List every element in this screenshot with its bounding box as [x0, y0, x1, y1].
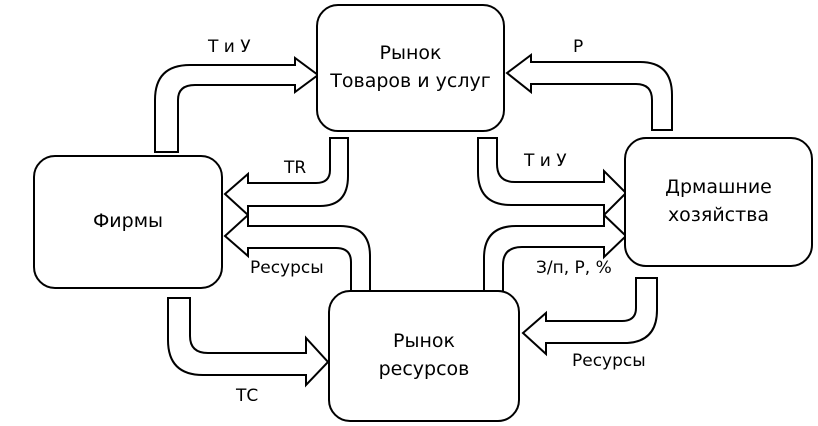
node-goods-market-line2: Товаров и услуг: [330, 70, 491, 92]
node-resource-market: Рынок ресурсов: [328, 290, 520, 422]
arrow-firms-to-goods: [154, 56, 320, 153]
label-firms-to-resources: ТС: [236, 386, 259, 406]
label-households-to-resources: Ресурсы: [572, 351, 646, 371]
node-goods-market-line1: Рынок: [379, 42, 442, 65]
arrow-households-to-goods: [505, 53, 673, 131]
arrow-resources-to-firms: [223, 212, 371, 293]
node-firms: Фирмы: [33, 155, 223, 289]
label-firms-to-goods: Т и У: [208, 37, 251, 57]
label-goods-to-firms: TR: [284, 158, 307, 178]
node-resource-market-line2: ресурсов: [378, 358, 470, 380]
node-households-line1: Дрмашние: [665, 176, 772, 199]
node-firms-line1: Фирмы: [92, 210, 164, 233]
arrow-resources-to-households: [483, 212, 628, 293]
node-households: Дрмашние хозяйства: [624, 137, 813, 267]
arrow-goods-to-households: [477, 137, 628, 218]
node-resource-market-line1: Рынок: [393, 330, 455, 353]
label-households-to-goods: Р: [573, 37, 584, 57]
arrow-households-to-resources: [521, 277, 658, 357]
node-goods-market: Рынок Товаров и услуг: [316, 4, 505, 132]
arrow-firms-to-resources: [167, 297, 330, 388]
label-resources-to-firms: Ресурсы: [250, 258, 324, 278]
label-goods-to-households: Т и У: [524, 151, 567, 171]
arrow-goods-to-firms: [223, 137, 349, 218]
label-resources-to-households: З/п, Р, %: [536, 258, 612, 278]
node-households-line2: хозяйства: [667, 204, 770, 226]
